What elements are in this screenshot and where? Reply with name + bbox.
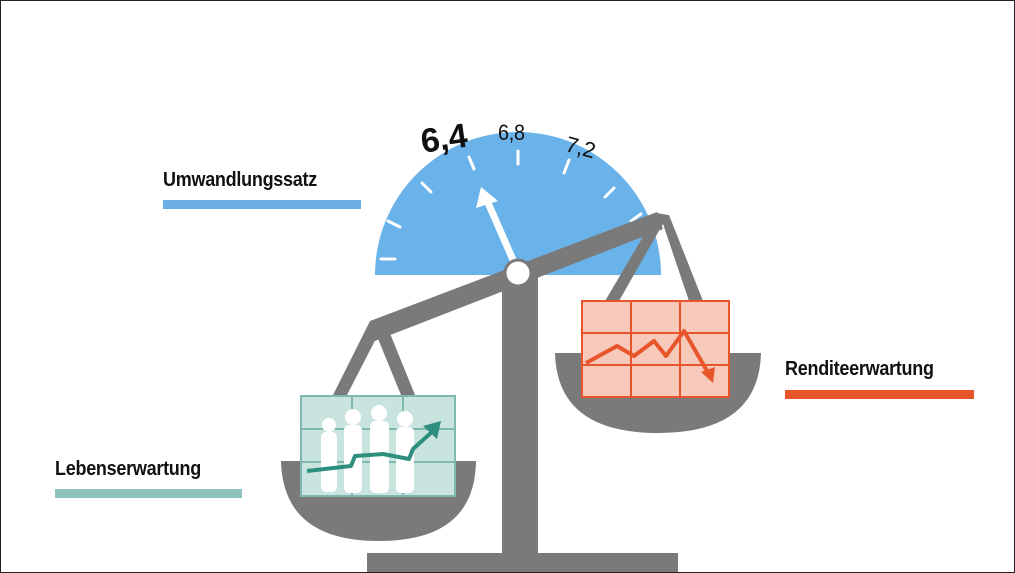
- bar-renditeerwartung: [785, 390, 974, 399]
- left-hanger-right: [374, 326, 415, 395]
- scale-column: [502, 273, 538, 557]
- return-trend-arrow: [701, 367, 715, 383]
- scale-base: [367, 553, 678, 572]
- return-trend-line: [585, 329, 709, 372]
- scale-pivot: [503, 258, 533, 288]
- label-renditeerwartung: Renditeerwartung: [785, 358, 934, 380]
- label-lebenserwartung: Lebenserwartung: [55, 458, 201, 480]
- label-umwandlungssatz: Umwandlungssatz: [163, 169, 317, 191]
- gauge-needle: [485, 201, 521, 273]
- gauge-needle-tip: [476, 187, 498, 208]
- gauge-ticks: [379, 149, 643, 261]
- bar-umwandlungssatz: [163, 200, 361, 209]
- conversion-rate-gauge: [375, 132, 661, 275]
- right-hanger-left: [605, 213, 668, 301]
- bar-lebenserwartung: [55, 489, 242, 498]
- return-expectation-panel: [581, 300, 730, 398]
- life-trend-arrow: [423, 421, 441, 439]
- left-hanger-left: [333, 321, 384, 395]
- gauge-tick-label-6-8: 6,8: [498, 120, 525, 145]
- life-trend-line: [306, 429, 435, 473]
- gauge-value-label: 6,4: [418, 116, 470, 161]
- right-hanger-right: [660, 215, 703, 301]
- life-expectancy-panel: [300, 395, 456, 497]
